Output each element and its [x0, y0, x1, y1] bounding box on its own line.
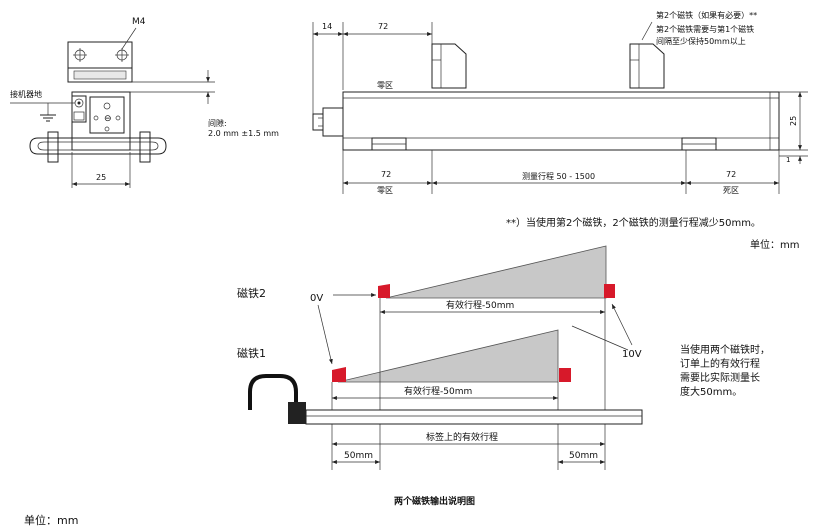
- measure-range-label: 测量行程 50 - 1500: [522, 171, 595, 181]
- magnet-2-ramp: [385, 245, 607, 299]
- effective-range-2: 有效行程-50mm: [446, 299, 514, 311]
- height-1-label: 1: [786, 156, 790, 164]
- rail-connector: [288, 402, 306, 424]
- sensor-rail: [342, 91, 780, 151]
- label-effective-range: 标签上的有效行程: [426, 431, 498, 443]
- side-note-4: 度大50mm。: [680, 385, 742, 398]
- cable: [248, 374, 298, 410]
- effective-range-1: 有效行程-50mm: [404, 385, 472, 397]
- magnet-1-zero-marker: [332, 367, 346, 382]
- magnet-2-zero-marker: [378, 284, 390, 298]
- magnet-2-shape: [629, 43, 665, 89]
- side-note-2: 订单上的有效行程: [680, 357, 760, 370]
- note-line1: 第2个磁铁（如果有必要）**: [656, 10, 757, 20]
- dim-72-bottom-left: 72: [381, 170, 391, 179]
- sensor-housing: [71, 91, 131, 151]
- bottom-rail: [305, 409, 643, 425]
- note-line3: 间隔至少保持50mm以上: [656, 36, 746, 46]
- ground-label: 接机器地: [10, 89, 42, 99]
- diagram-caption: 两个磁铁输出说明图: [394, 495, 475, 507]
- note-line2: 第2个磁铁需要与第1个磁铁: [656, 24, 754, 34]
- mounting-clamp: [29, 137, 167, 155]
- gap-value: 2.0 mm ±1.5 mm: [208, 129, 279, 138]
- side-note-3: 需要比实际测量长: [680, 371, 760, 384]
- dim-14-label: 14: [322, 22, 332, 31]
- magnet-1-shape: [431, 43, 467, 89]
- side-note-1: 当使用两个磁铁时，: [680, 343, 770, 356]
- dim-50-right: 50mm: [569, 451, 598, 461]
- height-25-label: 25: [789, 116, 798, 126]
- unit-top: 单位：mm: [750, 238, 799, 251]
- footnote-text: **）当使用第2个磁铁，2个磁铁的测量行程减少50mm。: [506, 216, 761, 229]
- zone-dead-right: 死区: [723, 186, 739, 195]
- m4-label: M4: [132, 17, 146, 27]
- unit-bottom: 单位：mm: [24, 513, 78, 527]
- magnet-1-ramp: [337, 329, 559, 383]
- dim-50-left: 50mm: [344, 451, 373, 461]
- output-diagram: 磁铁2 磁铁1 0V 10V 有效行程-50mm 有效行程-50mm 标签上的有: [237, 245, 770, 470]
- magnet-2-ten-marker: [604, 284, 615, 298]
- svg-text:⊖: ⊖: [104, 114, 112, 124]
- width-25-label: 25: [96, 173, 106, 182]
- sensor-end-view: M4 间隙: 2.0 mm ±1.5 mm ⊖ 接机器地: [10, 17, 279, 188]
- zone-dead-inner: 零区: [377, 81, 393, 90]
- zone-dead-left: 零区: [377, 186, 393, 195]
- sensor-side-view: 14 72 第2个磁铁（如果有必要）** 第2个磁铁需要与第1个磁铁 间隔至少保…: [312, 10, 808, 195]
- zero-v-label: 0V: [310, 293, 323, 304]
- magnet-2-label: 磁铁2: [237, 287, 266, 300]
- connector-end: [322, 107, 344, 137]
- ten-v-label: 10V: [622, 349, 642, 360]
- magnet-1-label: 磁铁1: [237, 347, 266, 360]
- dim-72-bottom-right: 72: [726, 170, 736, 179]
- magnet-1-ten-marker: [559, 368, 571, 382]
- dim-72-top-label: 72: [378, 22, 388, 31]
- gap-label: 间隙:: [208, 118, 227, 128]
